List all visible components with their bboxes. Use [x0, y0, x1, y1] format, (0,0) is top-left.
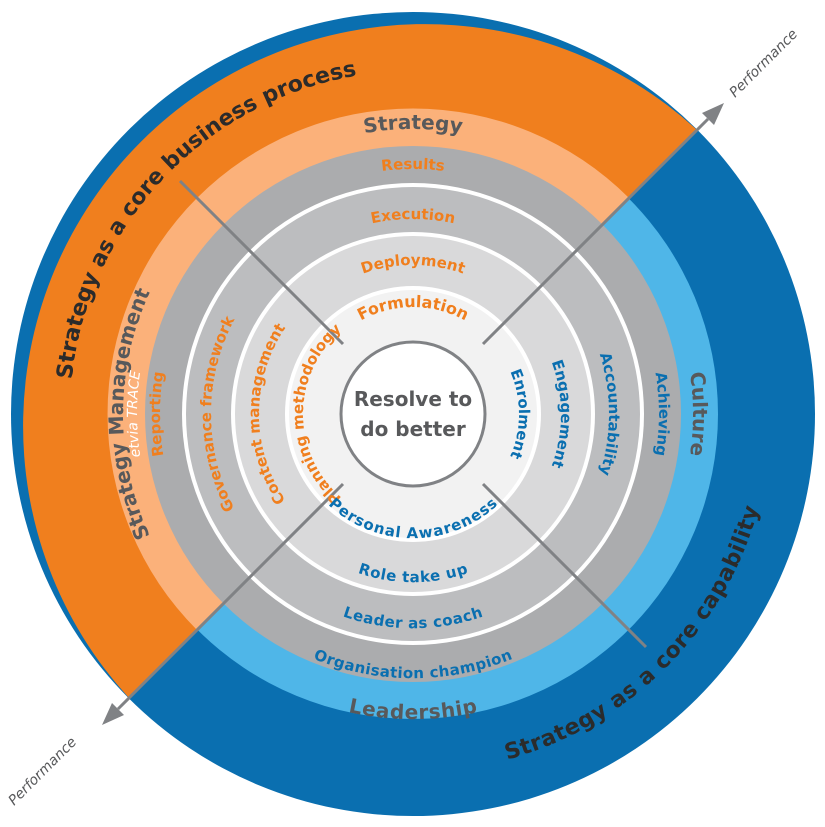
- quadrant-label-top: Strategy: [362, 110, 465, 138]
- axis-label-bottom-left: Performance: [6, 734, 81, 809]
- center-line-2: do better: [360, 417, 466, 441]
- axis-sw: [116, 482, 345, 711]
- top-label-results: Results: [380, 155, 445, 175]
- center-circle: [339, 340, 487, 488]
- axis-label-top-right: Performance: [727, 26, 802, 101]
- quadrant-label-right: Culture: [685, 370, 712, 457]
- left-label-reporting: Reporting: [146, 370, 167, 457]
- divider-se: [481, 482, 648, 649]
- axis-arrow-ne: [702, 103, 724, 125]
- divider-nw: [178, 179, 345, 346]
- top-label-execution: Execution: [369, 205, 457, 227]
- center-line-1: Resolve to: [354, 387, 472, 411]
- axis-arrow-sw: [102, 703, 124, 725]
- quadrant-label-left-sub: etvia TRACE: [125, 370, 144, 459]
- divider-lines: [116, 117, 710, 711]
- axis-ne: [481, 117, 710, 346]
